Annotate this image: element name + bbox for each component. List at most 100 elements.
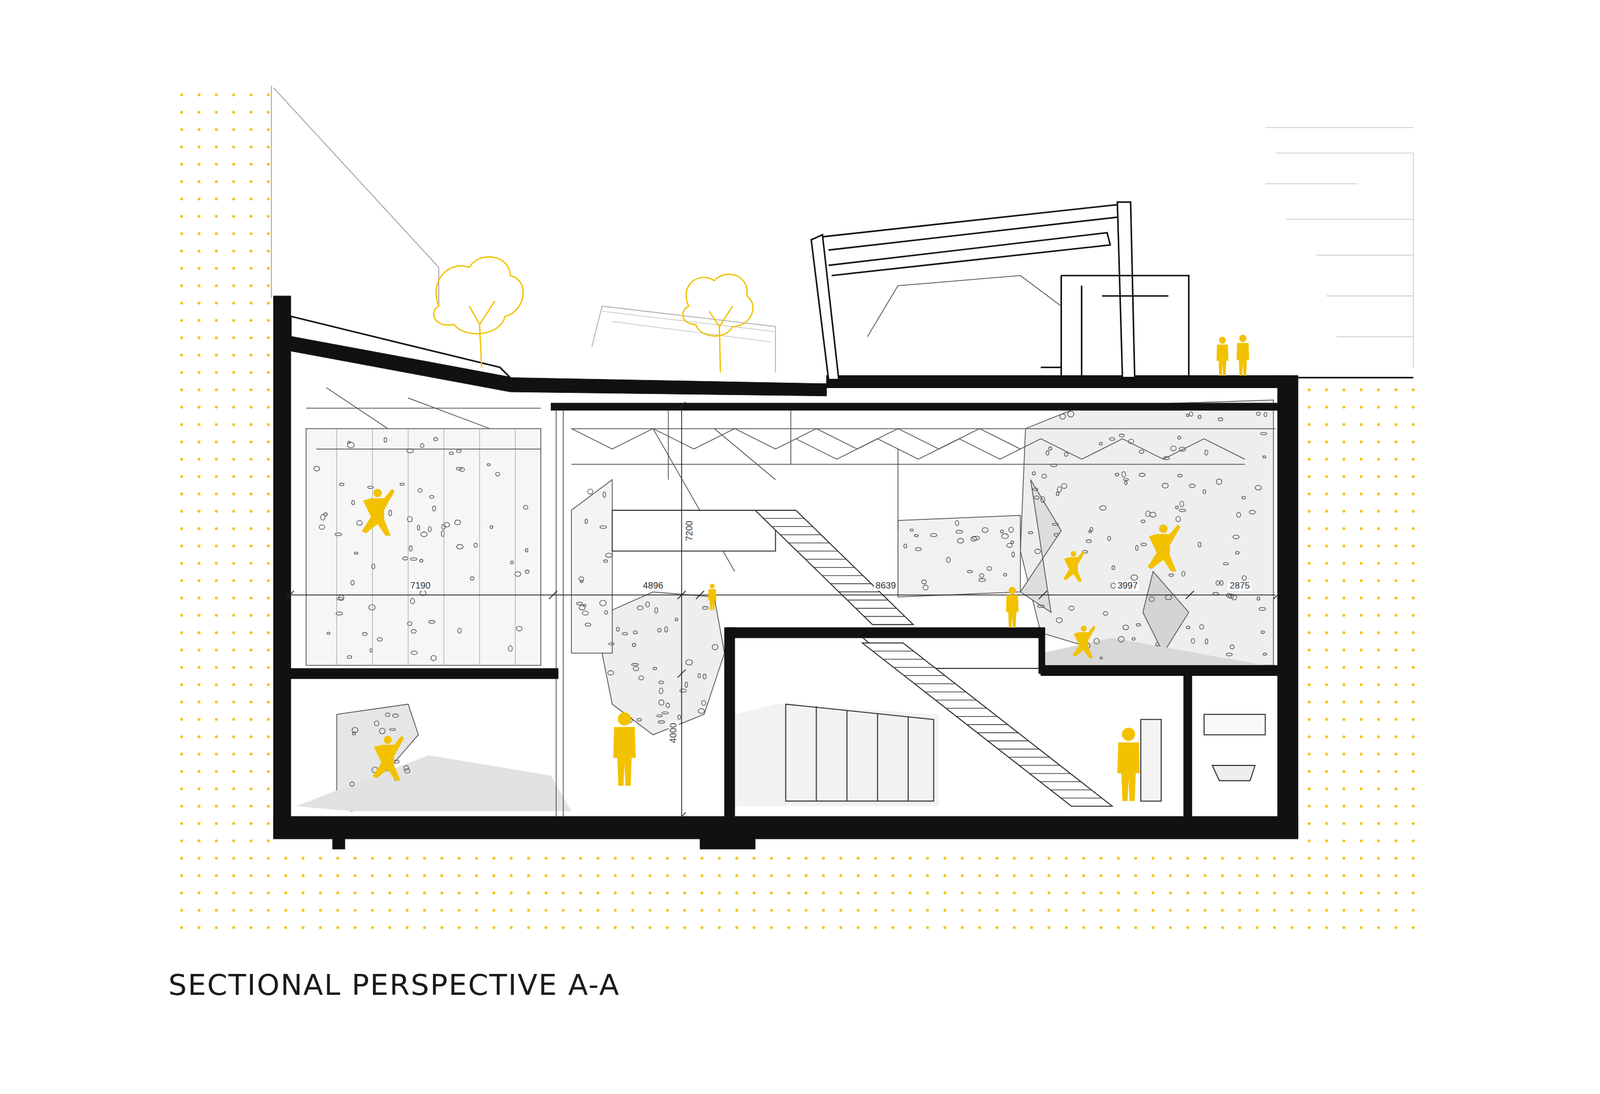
- climbing-holds-part: [1119, 434, 1125, 437]
- climbing-holds-part: [510, 561, 514, 564]
- climbing-holds-part: [516, 626, 523, 631]
- climbing-holds-part: [656, 714, 663, 717]
- climbing-holds-part: [607, 670, 614, 675]
- climbing-holds-part: [1189, 483, 1195, 488]
- climbing-holds-part: [409, 545, 413, 551]
- climbing-holds-part: [428, 620, 436, 624]
- climbing-holds-part: [1141, 519, 1146, 523]
- climbing-holds-part: [677, 714, 681, 720]
- climbing-holds-part: [638, 675, 644, 680]
- section-cut-part: [550, 402, 1286, 410]
- stairs-part: [612, 510, 776, 551]
- people-part-part: [617, 712, 632, 726]
- climbing-holds-part: [1099, 442, 1103, 445]
- climbing-holds-part: [389, 728, 396, 731]
- section-cut: [273, 295, 1298, 849]
- climbing-holds-part: [654, 607, 658, 613]
- climbing-holds-part: [585, 622, 592, 626]
- glazing: [785, 704, 1266, 802]
- climbing-holds-part: [429, 495, 435, 498]
- dimension-label: 2875: [1228, 580, 1252, 592]
- climbing-holds-part: [957, 538, 964, 544]
- climbing-holds-part: [1215, 580, 1220, 586]
- upper-pavilion: [811, 202, 1414, 380]
- climbing-holds-part: [514, 571, 521, 577]
- people-part-part: [1216, 344, 1229, 376]
- climbing-holds-part: [1213, 592, 1219, 595]
- dimension-lines: [285, 401, 1282, 821]
- people-part: [708, 583, 717, 611]
- climbing-holds-part: [1149, 512, 1156, 518]
- climbing-holds-part: [1123, 478, 1130, 481]
- climbing-holds-part: [657, 627, 661, 632]
- stair-treads-part: [1040, 781, 1081, 782]
- climbing-holds-part: [631, 663, 639, 666]
- climbing-walls-part: [1020, 479, 1061, 613]
- structure-part: [555, 408, 557, 817]
- stair-treads-part: [830, 582, 872, 584]
- climbing-holds-part: [1056, 491, 1059, 496]
- climbing-holds-part: [349, 781, 355, 787]
- climbing-holds-part: [1064, 452, 1068, 456]
- climbing-holds-part: [1262, 455, 1267, 458]
- section-cut-part: [1277, 375, 1298, 837]
- climbing-holds-part: [921, 579, 927, 584]
- climbing-holds-part: [967, 570, 973, 573]
- people-part-part: [1236, 342, 1250, 376]
- climbing-holds-part: [1115, 473, 1119, 476]
- climbing-holds-part: [457, 627, 461, 634]
- climbing-holds-part: [633, 630, 638, 634]
- climbing-holds-part: [1048, 446, 1052, 451]
- people-part-part: [1159, 524, 1168, 534]
- climbing-holds-part: [320, 514, 325, 521]
- upper-pavilion-part: [1040, 275, 1189, 378]
- climbing-holds-part: [514, 428, 516, 666]
- stair-treads-part: [763, 518, 805, 519]
- stair-treads-part: [839, 591, 880, 593]
- climbing-holds-part: [334, 532, 342, 536]
- climbing-holds-part: [1118, 636, 1125, 642]
- people-part: [1072, 625, 1096, 659]
- climbing-holds-part: [379, 728, 386, 734]
- climbing-holds-part: [1204, 449, 1208, 455]
- earth-hatch-part: [1297, 385, 1416, 931]
- climbing-holds-part: [443, 428, 445, 666]
- climbing-holds-part: [1088, 529, 1092, 533]
- climbing-holds-part: [1232, 534, 1239, 539]
- climbing-holds-part: [392, 713, 399, 717]
- climbing-holds-part: [955, 520, 959, 526]
- context-outline-part: [273, 87, 439, 268]
- trees-part: [709, 305, 734, 373]
- climbing-holds-part: [525, 548, 528, 552]
- structure-part: [562, 408, 564, 817]
- climbing-holds-part: [1131, 637, 1135, 640]
- climbing-holds-part: [1111, 565, 1115, 570]
- climbing-holds-part: [697, 673, 701, 678]
- people-part: [1236, 334, 1250, 376]
- climbing-holds-part: [508, 645, 513, 652]
- earth-hatch: [173, 81, 1416, 931]
- climbing-holds-part: [637, 605, 644, 610]
- people-part-part: [612, 726, 636, 786]
- earth-hatch-part: [173, 81, 272, 931]
- climbing-holds-part: [456, 544, 463, 549]
- earth-hatch-part: [271, 842, 1299, 931]
- climbing-holds-part: [1198, 542, 1201, 548]
- context-outline-part: [592, 305, 776, 373]
- climbing-holds-part: [434, 437, 438, 441]
- stair-treads-part: [903, 675, 945, 676]
- climbing-holds-part: [377, 637, 383, 641]
- dimension-label: 7190: [408, 580, 433, 592]
- structure-part: [897, 449, 899, 531]
- stair-treads-part: [813, 566, 855, 568]
- climbing-holds: [313, 410, 1267, 787]
- people-part-part: [1147, 524, 1181, 572]
- climbing-holds-part: [585, 518, 588, 523]
- climbing-holds-part: [702, 606, 708, 609]
- people-part-part: [373, 488, 383, 498]
- climbing-holds-part: [523, 505, 528, 510]
- upper-pavilion-part: [828, 232, 1111, 276]
- climbing-holds-part: [354, 551, 358, 555]
- context-outline-part: [602, 311, 776, 342]
